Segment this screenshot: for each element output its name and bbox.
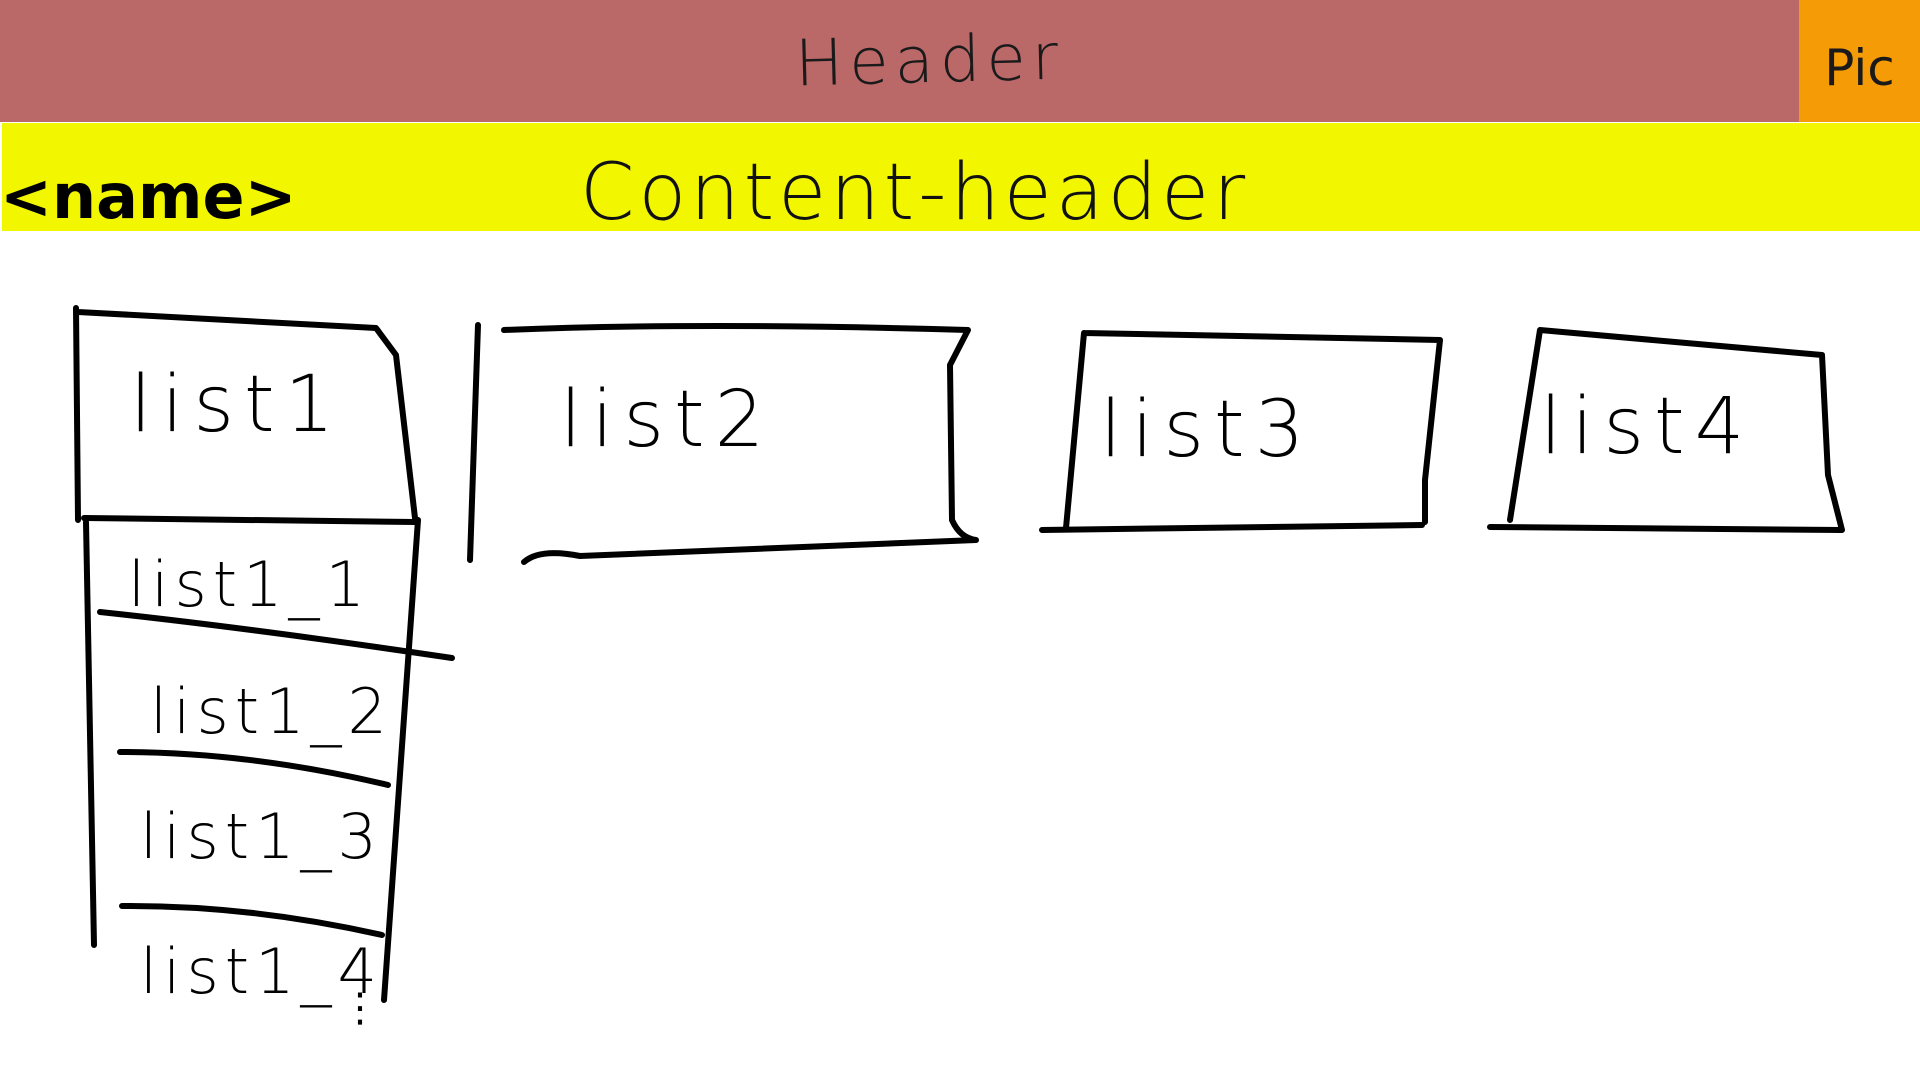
list1-item-4[interactable]: list1_4 (140, 935, 383, 1008)
list2-label[interactable]: list2 (560, 375, 775, 465)
list3-label[interactable]: list3 (1100, 385, 1315, 475)
more-items-indicator: ⋮ (340, 985, 380, 1031)
pic-label: Pic (1824, 39, 1895, 97)
content-header-title: Content-header (580, 148, 1250, 238)
list1-item-3[interactable]: list1_3 (140, 800, 383, 873)
profile-pic[interactable]: Pic (1799, 0, 1920, 122)
header-bar: Header (0, 0, 1799, 122)
content-header-bar (2, 123, 1920, 231)
dropdown-divider-2 (117, 749, 391, 788)
header-title: Header (794, 20, 1065, 102)
list1-item-1[interactable]: list1_1 (128, 548, 371, 621)
list1-item-2[interactable]: list1_2 (150, 675, 393, 748)
list4-label[interactable]: list4 (1540, 382, 1755, 472)
name-label: <name> (0, 160, 297, 233)
list1-label[interactable]: list1 (130, 360, 345, 450)
dropdown-divider-3 (119, 902, 385, 938)
